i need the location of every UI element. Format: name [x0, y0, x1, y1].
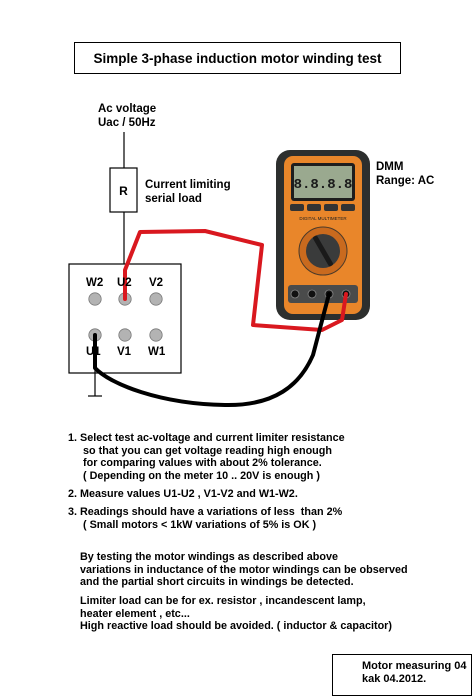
footer-box: Motor measuring 04 kak 04.2012.	[332, 654, 472, 696]
lcd-digits: 8.8.8.8	[294, 177, 353, 193]
note-detection: By testing the motor windings as describ…	[80, 551, 408, 589]
dmm-line2: Range: AC	[376, 175, 435, 187]
jack-ma	[307, 289, 317, 299]
dmm-label: DMM Range: AC	[376, 160, 434, 188]
footer-line2: kak 04.2012.	[362, 673, 427, 685]
terminal-label-w1: W1	[148, 346, 166, 358]
terminal-v2	[149, 292, 163, 306]
terminal-label-u1: U1	[86, 346, 101, 358]
supply-line2: Uac / 50Hz	[98, 117, 156, 129]
black-test-lead	[93, 292, 331, 408]
dmm-line1: DMM	[376, 161, 404, 173]
resistor-label: Current limiting serial load	[145, 178, 231, 206]
diagram-title: Simple 3-phase induction motor winding t…	[93, 50, 382, 66]
terminal-w2	[88, 292, 102, 306]
note-limiter-load: Limiter load can be for ex. resistor , i…	[80, 595, 392, 633]
red-test-lead	[123, 229, 348, 332]
supply-line1: Ac voltage	[98, 103, 157, 115]
jack-a	[290, 289, 300, 299]
resistor-line2: serial load	[145, 193, 202, 205]
terminal-label-v1: V1	[117, 346, 132, 358]
multimeter: 8.8.8.8 DIGITAL MULTIMETER	[276, 150, 370, 320]
resistor-symbol-text: R	[119, 184, 128, 198]
meter-brand-text: DIGITAL MULTIMETER	[299, 216, 347, 221]
resistor-line1: Current limiting	[145, 179, 231, 191]
terminal-posts	[88, 292, 163, 342]
instruction-2: 2. Measure values U1-U2 , V1-V2 and W1-W…	[68, 488, 298, 500]
dial-pointer	[313, 235, 333, 267]
footer-line1: Motor measuring 04	[362, 660, 467, 672]
instruction-1: 1. Select test ac-voltage and current li…	[68, 432, 345, 482]
terminal-w1	[149, 328, 163, 342]
terminal-label-u2: U2	[117, 277, 132, 289]
instruction-3: 3. Readings should have a variations of …	[68, 506, 343, 531]
supply-label: Ac voltage Uac / 50Hz	[98, 102, 156, 130]
terminal-label-w2: W2	[86, 277, 104, 289]
title-box: Simple 3-phase induction motor winding t…	[74, 42, 401, 74]
terminal-v1	[118, 328, 132, 342]
terminal-label-v2: V2	[149, 277, 164, 289]
lcd-display	[294, 166, 352, 198]
